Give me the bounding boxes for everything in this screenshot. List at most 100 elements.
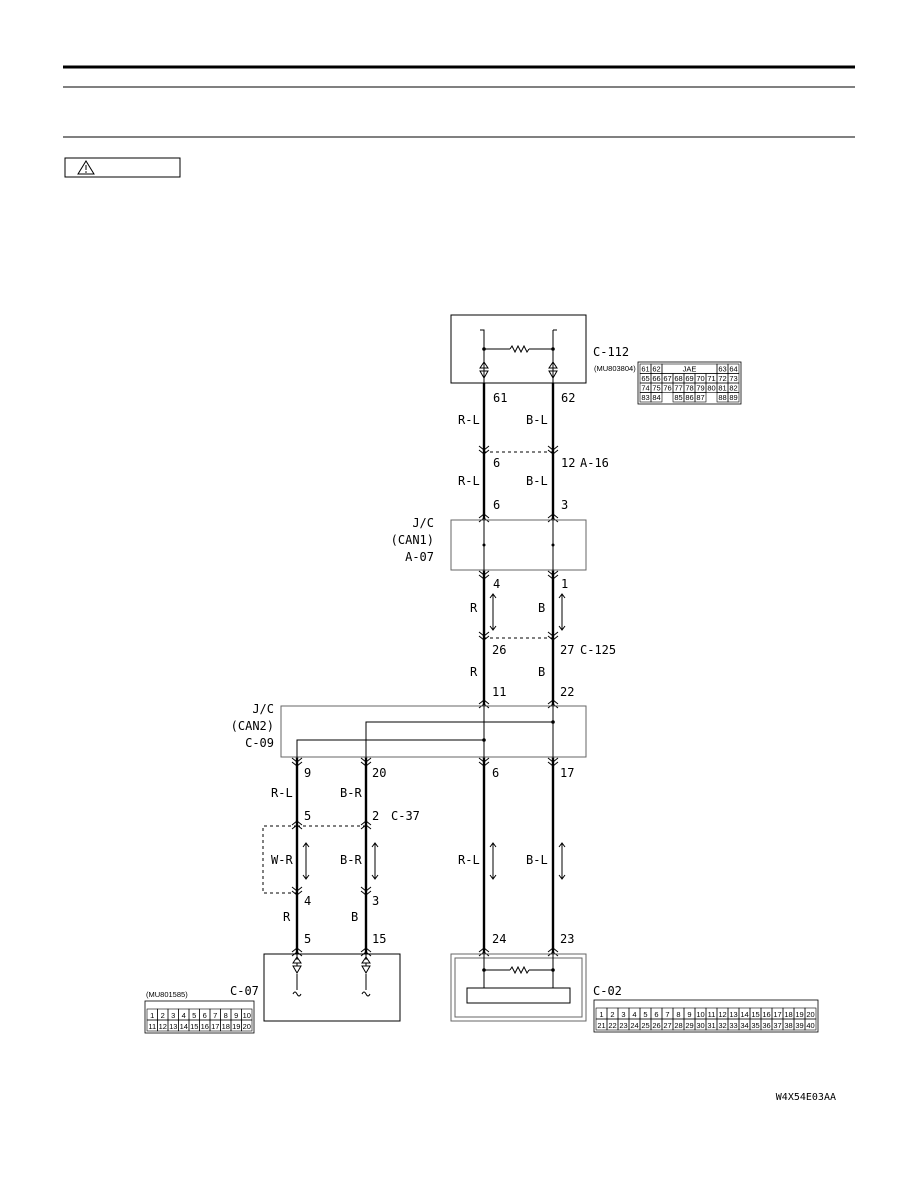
c02-label: C-02 [593, 984, 622, 998]
pin-label: 17 [560, 766, 574, 780]
a16-label: A-16 [580, 456, 609, 470]
pin-number: 38 [784, 1021, 792, 1030]
wire-color-label: B-L [526, 413, 548, 427]
pin-number: 12 [159, 1022, 167, 1031]
connector-a07: 6 3 J/C (CAN1) A-07 4 1 [391, 498, 587, 591]
pin-number: 6 [654, 1010, 658, 1019]
pin-number: 3 [621, 1010, 625, 1019]
c112-box [450, 314, 587, 384]
resistor-icon [509, 344, 530, 354]
pin-label: 22 [560, 685, 574, 699]
connector-brand: JAE [683, 365, 697, 374]
pin-label: 5 [304, 809, 311, 823]
signal-arrow-icon [489, 842, 497, 880]
pin-number: 22 [608, 1021, 616, 1030]
signal-arrow-icon [302, 842, 310, 880]
pin-number: 81 [718, 384, 726, 393]
pin-number: 77 [674, 384, 682, 393]
pin-label: 9 [304, 766, 311, 780]
pin-label: 11 [492, 685, 506, 699]
c37-label: C-37 [391, 809, 420, 823]
pin-grid-frame [593, 999, 819, 1033]
wire-color-label: R-L [271, 786, 293, 800]
pin-number: 62 [652, 365, 660, 374]
pin-number: 10 [696, 1010, 704, 1019]
c09-label: C-09 [245, 736, 274, 750]
pin-cell [694, 392, 707, 403]
pin-number: 13 [729, 1010, 737, 1019]
pin-number: 6 [203, 1011, 207, 1020]
c125-label: C-125 [580, 643, 616, 657]
brand-cell [661, 363, 718, 374]
c09-jc-label: J/C [252, 702, 274, 716]
pin-number: 11 [148, 1022, 156, 1031]
wire-color-label: B [351, 910, 358, 924]
wire-color-label: R-L [458, 853, 480, 867]
pin-number: 73 [729, 374, 737, 383]
pin-number: 2 [161, 1011, 165, 1020]
pin-number: 39 [795, 1021, 803, 1030]
pin-number: 23 [619, 1021, 627, 1030]
pin-number: 70 [696, 374, 704, 383]
pin-number: 20 [243, 1022, 251, 1031]
c112-part-number: (MU803804) [594, 364, 636, 373]
pin-number: 19 [232, 1022, 240, 1031]
pin-label: 24 [492, 932, 506, 946]
pin-number: 26 [652, 1021, 660, 1030]
a07-can-label: (CAN1) [391, 533, 434, 547]
pin-label: 6 [493, 498, 500, 512]
pin-number: 72 [718, 374, 726, 383]
pin-number: 20 [806, 1010, 814, 1019]
c09-can-label: (CAN2) [231, 719, 274, 733]
pin-number: 17 [211, 1022, 219, 1031]
wire-color-label: B [538, 665, 545, 679]
pin-label: 2 [372, 809, 379, 823]
pin-number: 15 [751, 1010, 759, 1019]
pin-number: 88 [718, 393, 726, 402]
pin-number: 89 [729, 393, 737, 402]
pin-number: 31 [707, 1021, 715, 1030]
pin-number: 37 [773, 1021, 781, 1030]
pin-number: 17 [773, 1010, 781, 1019]
wire-color-label: B-L [526, 474, 548, 488]
pin-label: 12 [561, 456, 575, 470]
pin-number: 85 [674, 393, 682, 402]
wire-color-label: R [283, 910, 291, 924]
pin-number: 30 [696, 1021, 704, 1030]
pin-label: 20 [372, 766, 386, 780]
pin-number: 9 [687, 1010, 691, 1019]
signal-arrow-icon [371, 842, 379, 880]
c07-label: C-07 [230, 984, 259, 998]
resistor-icon [509, 965, 530, 975]
pin-number: 84 [652, 393, 660, 402]
pin-label: 6 [493, 456, 500, 470]
pin-number: 16 [201, 1022, 209, 1031]
wire-color-label: R-L [458, 413, 480, 427]
pin-number: 80 [707, 384, 715, 393]
pin-number: 40 [806, 1021, 814, 1030]
pin-number: 19 [795, 1010, 803, 1019]
wire-color-label: B-L [526, 853, 548, 867]
pin-number: 34 [740, 1021, 748, 1030]
pin-number: 68 [674, 374, 682, 383]
pin-number: 10 [243, 1011, 251, 1020]
a07-jc-label: J/C [412, 516, 434, 530]
warning-triangle-icon [77, 160, 95, 175]
wire-color-label: R [470, 601, 478, 615]
pin-number: 79 [696, 384, 704, 393]
pin-number: 5 [643, 1010, 647, 1019]
pin-label: 6 [492, 766, 499, 780]
caution-box [64, 157, 181, 178]
pin-number: 18 [784, 1010, 792, 1019]
pin-label: 62 [561, 391, 575, 405]
pin-number: 7 [665, 1010, 669, 1019]
pin-label: 23 [560, 932, 574, 946]
pin-number: 4 [182, 1011, 186, 1020]
pin-number: 76 [663, 384, 671, 393]
wire-color-label: B-R [340, 786, 362, 800]
pin-number: 64 [729, 365, 737, 374]
pin-grid-frame [637, 361, 742, 405]
